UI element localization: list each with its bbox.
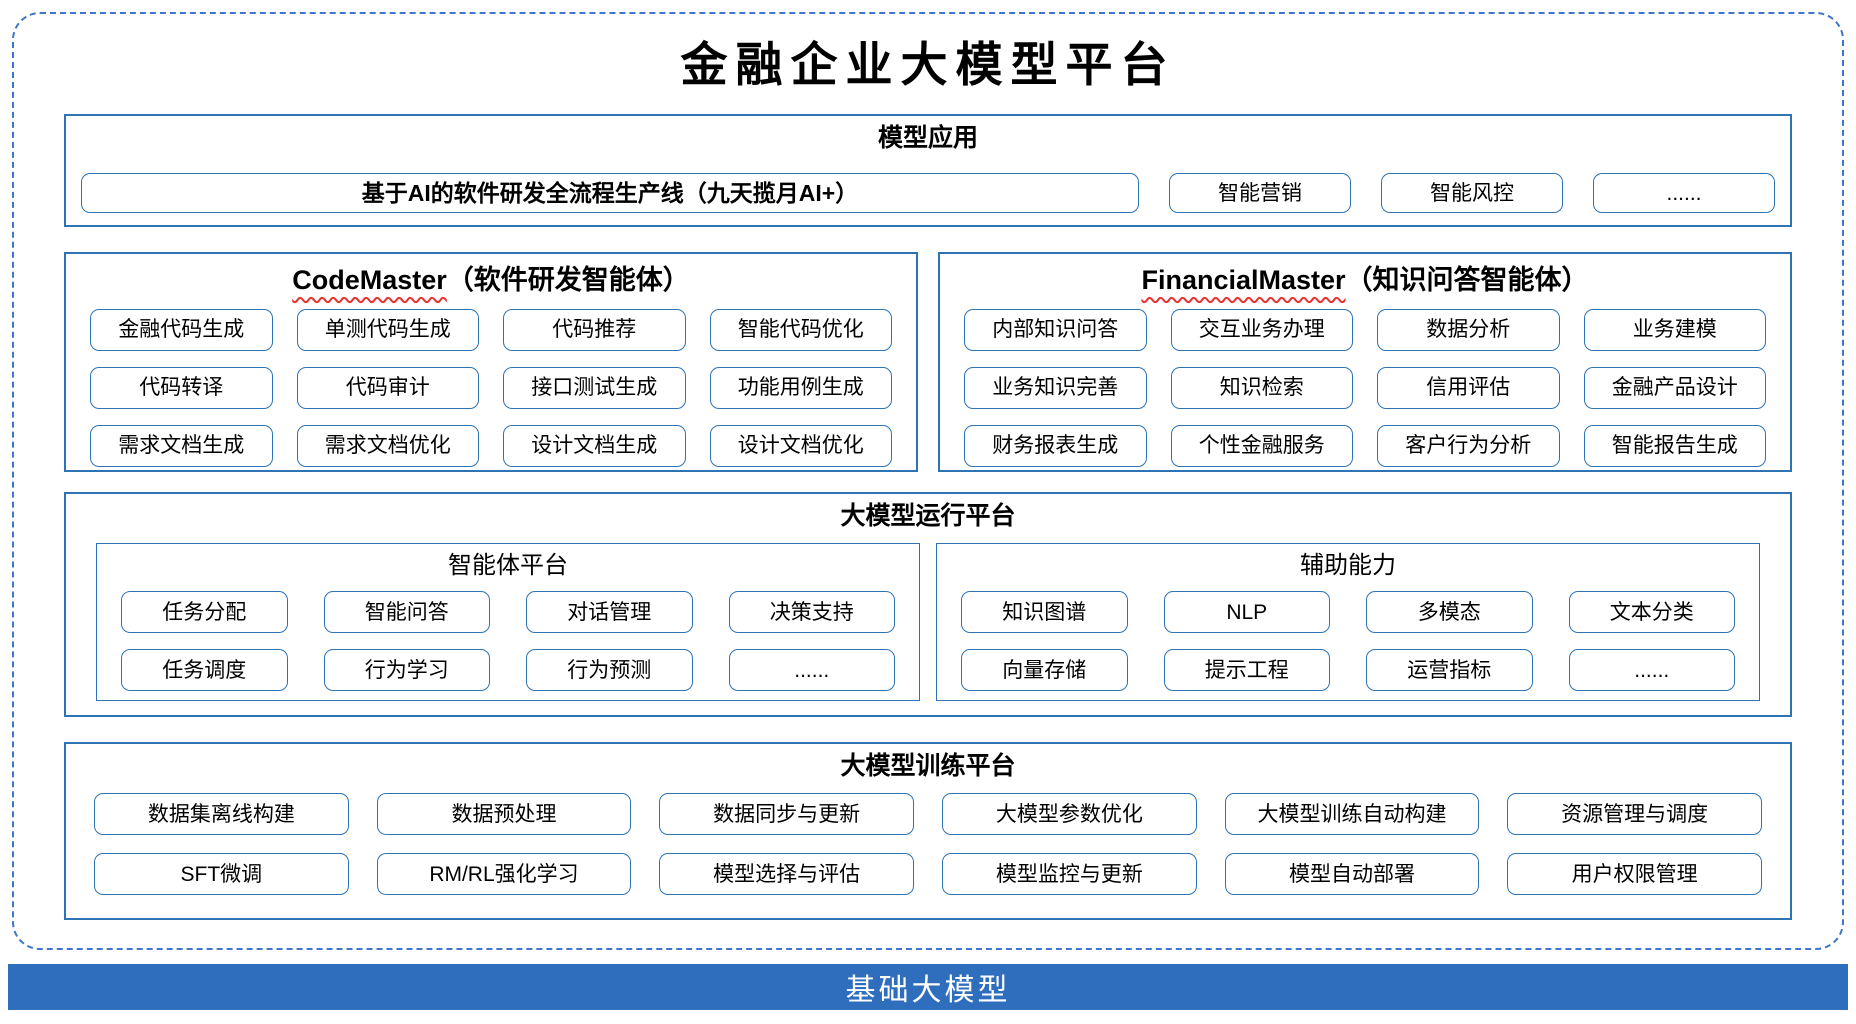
- base-model-bar: 基础大模型: [8, 964, 1848, 1010]
- agent-platform-grid: 任务分配 智能问答 对话管理 决策支持 任务调度 行为学习 行为预测 .....…: [97, 581, 919, 692]
- agents-row: CodeMaster（软件研发智能体） 金融代码生成 单测代码生成 代码推荐 智…: [64, 252, 1792, 473]
- training-item-button: 数据同步与更新: [659, 793, 914, 836]
- financialmaster-name-en: FinancialMaster: [1141, 265, 1346, 296]
- auxiliary-item-button: 提示工程: [1163, 649, 1330, 692]
- codemaster-item-button: 代码审计: [296, 366, 479, 409]
- auxiliary-item-button: 运营指标: [1366, 649, 1533, 692]
- training-item-button: 资源管理与调度: [1507, 793, 1762, 836]
- financialmaster-item-button: 知识检索: [1170, 366, 1353, 409]
- model-applications-row: 基于AI的软件研发全流程生产线（九天揽月AI+） 智能营销 智能风控 .....…: [66, 173, 1790, 214]
- financialmaster-item-button: 业务建模: [1583, 308, 1766, 351]
- financialmaster-item-button: 交互业务办理: [1170, 308, 1353, 351]
- codemaster-item-button: 金融代码生成: [90, 308, 273, 351]
- codemaster-box: CodeMaster（软件研发智能体） 金融代码生成 单测代码生成 代码推荐 智…: [64, 252, 918, 473]
- agent-platform-item-button: 任务调度: [121, 649, 288, 692]
- agent-platform-header: 智能体平台: [448, 552, 568, 580]
- financialmaster-item-button: 个性金融服务: [1170, 424, 1353, 467]
- financialmaster-item-button: 内部知识问答: [964, 308, 1147, 351]
- training-platform-header: 大模型训练平台: [840, 752, 1016, 781]
- app-pipeline-button: 基于AI的软件研发全流程生产线（九天揽月AI+）: [81, 173, 1139, 214]
- codemaster-header: CodeMaster（软件研发智能体）: [66, 264, 916, 296]
- app-item-button: 智能营销: [1169, 173, 1351, 214]
- codemaster-grid: 金融代码生成 单测代码生成 代码推荐 智能代码优化 代码转译 代码审计 接口测试…: [66, 297, 916, 467]
- auxiliary-capabilities-grid: 知识图谱 NLP 多模态 文本分类 向量存储 提示工程 运营指标 ......: [937, 581, 1759, 692]
- section-model-applications: 模型应用 基于AI的软件研发全流程生产线（九天揽月AI+） 智能营销 智能风控 …: [64, 114, 1792, 228]
- agent-platform-item-ellipsis-button: ......: [728, 649, 895, 692]
- financialmaster-item-button: 业务知识完善: [964, 366, 1147, 409]
- agent-platform-item-button: 决策支持: [728, 591, 895, 634]
- financialmaster-box: FinancialMaster（知识问答智能体） 内部知识问答 交互业务办理 数…: [938, 252, 1792, 473]
- runtime-platform-header: 大模型运行平台: [840, 502, 1016, 531]
- financialmaster-item-button: 金融产品设计: [1583, 366, 1766, 409]
- financialmaster-name-cn: （知识问答智能体）: [1345, 265, 1589, 296]
- training-item-button: 大模型训练自动构建: [1224, 793, 1480, 836]
- model-applications-header: 模型应用: [877, 124, 978, 153]
- financialmaster-item-button: 客户行为分析: [1377, 424, 1560, 467]
- training-item-button: RM/RL强化学习: [376, 853, 632, 896]
- agent-platform-item-button: 行为学习: [323, 649, 490, 692]
- training-item-button: 数据预处理: [376, 793, 632, 836]
- auxiliary-item-button: 多模态: [1366, 591, 1533, 634]
- app-item-button: 智能风控: [1381, 173, 1563, 214]
- auxiliary-item-button: NLP: [1163, 591, 1330, 634]
- codemaster-item-button: 单测代码生成: [296, 308, 479, 351]
- financialmaster-header: FinancialMaster（知识问答智能体）: [940, 264, 1790, 296]
- training-item-button: 用户权限管理: [1507, 853, 1762, 896]
- codemaster-item-button: 功能用例生成: [709, 366, 892, 409]
- section-training-platform: 大模型训练平台 数据集离线构建 数据预处理 数据同步与更新 大模型参数优化 大模…: [64, 742, 1792, 921]
- agent-platform-box: 智能体平台 任务分配 智能问答 对话管理 决策支持 任务调度 行为学习 行为预测…: [96, 543, 920, 702]
- financialmaster-item-button: 财务报表生成: [964, 424, 1147, 467]
- training-item-button: 大模型参数优化: [942, 793, 1197, 836]
- codemaster-name-cn: （软件研发智能体）: [446, 265, 690, 296]
- codemaster-name-en: CodeMaster: [292, 265, 447, 296]
- training-item-button: SFT微调: [94, 853, 349, 896]
- training-item-button: 模型自动部署: [1224, 853, 1480, 896]
- auxiliary-item-button: 知识图谱: [961, 591, 1128, 634]
- financialmaster-item-button: 信用评估: [1377, 366, 1560, 409]
- agent-platform-item-button: 行为预测: [526, 649, 693, 692]
- financialmaster-item-button: 数据分析: [1377, 308, 1560, 351]
- codemaster-item-button: 设计文档生成: [503, 424, 686, 467]
- runtime-row: 智能体平台 任务分配 智能问答 对话管理 决策支持 任务调度 行为学习 行为预测…: [66, 531, 1790, 702]
- training-item-button: 数据集离线构建: [94, 793, 349, 836]
- codemaster-item-button: 智能代码优化: [709, 308, 892, 351]
- financialmaster-grid: 内部知识问答 交互业务办理 数据分析 业务建模 业务知识完善 知识检索 信用评估…: [940, 297, 1790, 467]
- codemaster-item-button: 接口测试生成: [503, 366, 686, 409]
- training-grid: 数据集离线构建 数据预处理 数据同步与更新 大模型参数优化 大模型训练自动构建 …: [66, 781, 1790, 896]
- agent-platform-item-button: 对话管理: [526, 591, 693, 634]
- codemaster-item-button: 需求文档优化: [296, 424, 479, 467]
- outer-dashed-frame: 金融企业大模型平台 模型应用 基于AI的软件研发全流程生产线（九天揽月AI+） …: [12, 12, 1844, 950]
- app-item-ellipsis-button: ......: [1593, 173, 1775, 214]
- codemaster-item-button: 代码转译: [90, 366, 273, 409]
- codemaster-item-button: 设计文档优化: [709, 424, 892, 467]
- agent-platform-item-button: 任务分配: [121, 591, 288, 634]
- auxiliary-item-button: 向量存储: [961, 649, 1128, 692]
- training-item-button: 模型监控与更新: [942, 853, 1197, 896]
- auxiliary-capabilities-box: 辅助能力 知识图谱 NLP 多模态 文本分类 向量存储 提示工程 运营指标 ..…: [936, 543, 1760, 702]
- agent-platform-item-button: 智能问答: [323, 591, 490, 634]
- section-runtime-platform: 大模型运行平台 智能体平台 任务分配 智能问答 对话管理 决策支持 任务调度 行…: [64, 492, 1792, 718]
- page-title: 金融企业大模型平台: [680, 38, 1176, 93]
- financialmaster-item-button: 智能报告生成: [1583, 424, 1766, 467]
- codemaster-item-button: 代码推荐: [503, 308, 686, 351]
- training-item-button: 模型选择与评估: [659, 853, 914, 896]
- auxiliary-capabilities-header: 辅助能力: [1300, 552, 1396, 580]
- auxiliary-item-ellipsis-button: ......: [1568, 649, 1735, 692]
- codemaster-item-button: 需求文档生成: [90, 424, 273, 467]
- auxiliary-item-button: 文本分类: [1568, 591, 1735, 634]
